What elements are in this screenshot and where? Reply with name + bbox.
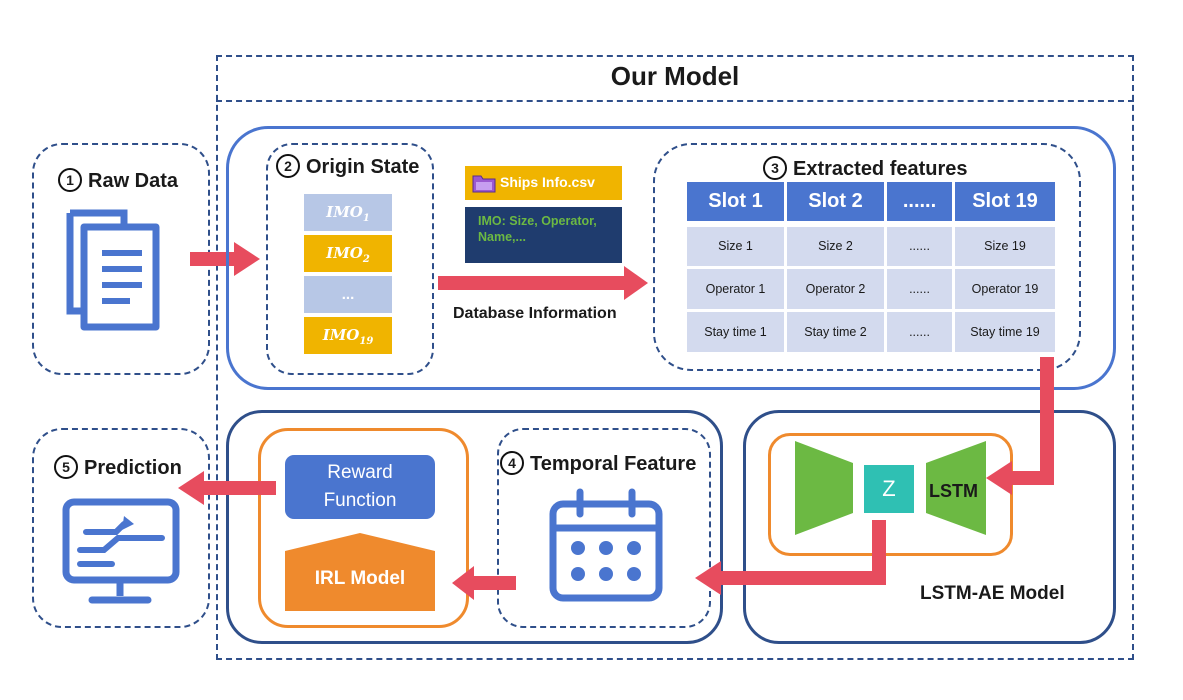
extracted-features-label: Extracted features [793, 158, 968, 180]
latent-z-box: Z [864, 465, 914, 513]
origin-state-label: Origin State [306, 156, 420, 178]
slot-header: Slot 19 [955, 182, 1055, 221]
arrow-irl-to-prediction [178, 471, 276, 505]
step-number: 2 [276, 154, 300, 178]
arrow-temporal-to-irl [452, 566, 516, 600]
prediction-panel [32, 428, 210, 628]
our-model-title: Our Model [610, 61, 740, 91]
lstm-ae-model-label: LSTM-AE Model [920, 583, 1065, 604]
folder-icon [472, 175, 496, 193]
imo-cell: IMO2 [304, 235, 392, 272]
step-number: 5 [54, 455, 78, 479]
imo-cell: IMO19 [304, 317, 392, 354]
decoder-shape [926, 441, 986, 535]
temporal-feature-title: 4 Temporal Feature [500, 451, 696, 476]
temporal-feature-panel [497, 428, 711, 628]
reward-function-line2: Function [323, 490, 397, 511]
our-model-title-divider [216, 100, 1134, 102]
raw-data-title: 1 Raw Data [58, 168, 178, 193]
database-info-box: IMO: Size, Operator, Name,... [465, 207, 622, 263]
step-number: 3 [763, 156, 787, 180]
feature-cell: Operator 1 [687, 269, 784, 309]
arrow-z-to-temporal [695, 520, 886, 595]
latent-z-label: Z [882, 476, 896, 501]
step-number: 1 [58, 168, 82, 192]
step-number: 4 [500, 451, 524, 475]
ships-info-file: Ships Info.csv [465, 166, 622, 200]
feature-cell: Stay time 19 [955, 312, 1055, 352]
slot-header: Slot 2 [787, 182, 884, 221]
arrow-origin-to-features [438, 266, 648, 300]
feature-cell: ...... [887, 227, 952, 266]
slot-header: Slot 1 [687, 182, 784, 221]
feature-cell: Stay time 1 [687, 312, 784, 352]
lstm-label: LSTM [929, 481, 978, 501]
feature-extraction-container [226, 126, 1116, 390]
arrow-raw-to-origin [190, 242, 260, 276]
irl-model-label: IRL Model [314, 568, 406, 589]
feature-cell: ...... [887, 269, 952, 309]
slot-header: ...... [887, 182, 952, 221]
our-model-frame [216, 55, 1134, 660]
extracted-features-panel [653, 143, 1081, 371]
reward-function-box[interactable]: Reward Function [285, 455, 435, 519]
raw-data-label: Raw Data [88, 170, 179, 192]
imo-cell: IMO1 [304, 194, 392, 231]
calendar-icon [549, 488, 663, 602]
reward-function-line1: Reward [327, 462, 393, 483]
database-info-text: IMO: Size, Operator, Name,... [478, 214, 597, 244]
feature-cell: Size 1 [687, 227, 784, 266]
encoder-shape [795, 441, 853, 535]
irl-container [226, 410, 723, 644]
irl-model-panel [258, 428, 469, 628]
origin-state-panel [266, 143, 434, 375]
extracted-features-title: 3 Extracted features [763, 156, 968, 181]
lstm-ae-container [743, 410, 1116, 644]
origin-state-title: 2 Origin State [276, 154, 419, 179]
feature-cell: Size 19 [955, 227, 1055, 266]
prediction-title: 5 Prediction [54, 455, 182, 480]
arrow-features-to-lstm [986, 357, 1054, 495]
database-information-caption: Database Information [453, 305, 617, 322]
temporal-feature-label: Temporal Feature [530, 453, 697, 475]
irl-model-shape [285, 533, 435, 611]
feature-cell: Operator 2 [787, 269, 884, 309]
feature-cell: Stay time 2 [787, 312, 884, 352]
feature-cell: Size 2 [787, 227, 884, 266]
feature-cell: Operator 19 [955, 269, 1055, 309]
feature-cell: ...... [887, 312, 952, 352]
document-icon [66, 209, 160, 331]
imo-ellipsis-cell: ... [304, 276, 392, 313]
monitor-trend-icon [62, 498, 180, 604]
prediction-label: Prediction [84, 457, 182, 479]
file-name: Ships Info.csv [500, 174, 595, 190]
